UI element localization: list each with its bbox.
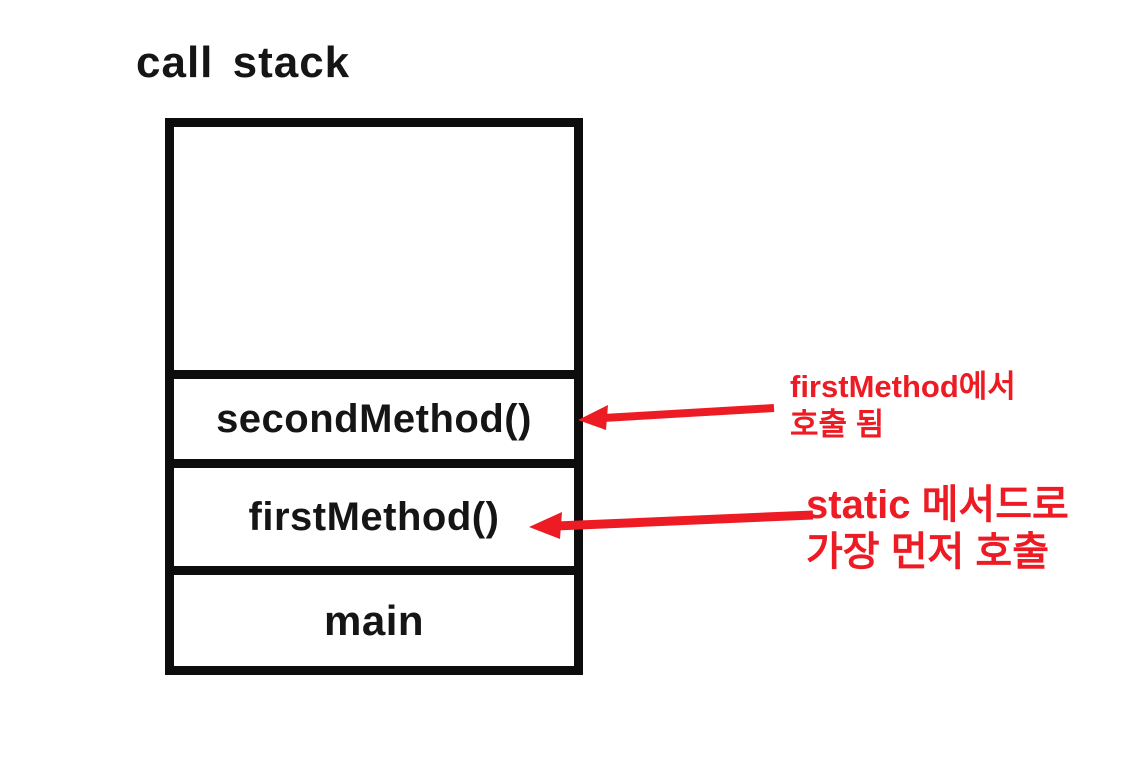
- annotation-line: 가장 먼저 호출: [806, 530, 1050, 575]
- annotation-static-called-first: static 메서드로 가장 먼저 호출: [806, 482, 1069, 576]
- stack-frame-second-method: secondMethod(): [174, 370, 574, 459]
- annotation-line: static 메서드로: [806, 483, 1069, 527]
- arrow-to-second-method: [578, 404, 775, 430]
- arrow-shaft: [555, 510, 814, 531]
- stack-frame-main: main: [174, 566, 574, 666]
- stack-frame-empty: [174, 127, 574, 370]
- arrow-shaft: [602, 404, 775, 422]
- stack-box: secondMethod() firstMethod() main: [165, 118, 583, 675]
- annotation-line: 호출 됨: [790, 406, 885, 442]
- annotation-line: firstMethod에서: [790, 369, 1016, 404]
- stack-frame-first-method: firstMethod(): [174, 459, 574, 566]
- diagram-title: call stack: [136, 38, 351, 87]
- annotation-called-from-first-method: firstMethod에서 호출 됨: [790, 368, 1016, 444]
